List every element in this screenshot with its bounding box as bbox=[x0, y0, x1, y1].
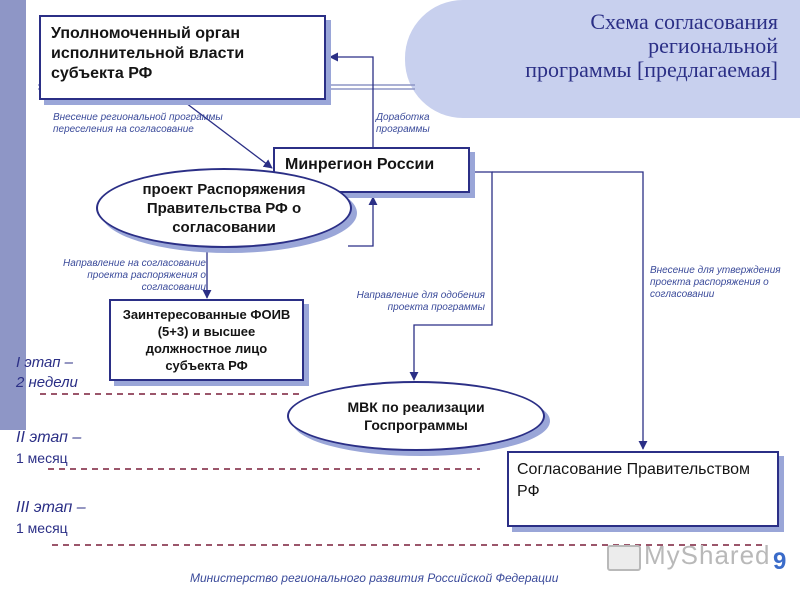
title-line-2: региональной bbox=[648, 33, 778, 58]
node-mvk: МВК по реализации Госпрограммы bbox=[287, 381, 545, 451]
node-draft-order: проект Распоряжения Правительства РФ о с… bbox=[96, 168, 352, 248]
title-line-3: программы [предлагаемая] bbox=[525, 57, 778, 82]
stage-2-name: II этап – bbox=[16, 429, 82, 446]
note-revision: Доработка программы bbox=[376, 112, 430, 135]
stage-1-duration: 2 недели bbox=[16, 374, 78, 391]
node-government: Согласование Правительством РФ bbox=[507, 451, 779, 527]
stage-3-name: III этап – bbox=[16, 499, 86, 516]
stage-3: III этап – 1 месяц bbox=[16, 498, 86, 538]
node-authority: Уполномоченный орган исполнительной влас… bbox=[39, 15, 326, 100]
watermark-icon bbox=[607, 545, 641, 571]
stage-1-name: I этап – bbox=[16, 354, 73, 371]
left-accent-bar bbox=[0, 0, 26, 430]
watermark-text: MyShared bbox=[644, 540, 771, 570]
page-number: 9 bbox=[773, 548, 787, 575]
arrow-minregion-to-mvk bbox=[409, 171, 493, 381]
node-foiv: Заинтересованные ФОИВ (5+3) и высшее дол… bbox=[109, 299, 304, 381]
node-minregion-label: Минрегион России bbox=[285, 156, 435, 173]
node-authority-label: Уполномоченный орган исполнительной влас… bbox=[51, 25, 245, 82]
arrow-authority-to-minregion bbox=[181, 99, 273, 169]
note-submission: Внесение региональной программы переселе… bbox=[53, 112, 223, 135]
slide-title: Схема согласования региональной программ… bbox=[440, 10, 778, 82]
arrow-draft-to-minregion bbox=[348, 196, 378, 247]
title-line-1: Схема согласования bbox=[590, 9, 778, 34]
note-direction-approval: Направление для одобения проекта програм… bbox=[356, 290, 485, 313]
node-government-label: Согласование Правительством РФ bbox=[517, 461, 751, 500]
title-background bbox=[405, 0, 800, 118]
note-submission-approval: Внесение для утверждения проекта распоря… bbox=[650, 265, 781, 300]
stage-2-duration: 1 месяц bbox=[16, 450, 68, 466]
note-direction-draft: Направление на согласование проекта расп… bbox=[63, 258, 206, 293]
stage-2: II этап – 1 месяц bbox=[16, 428, 81, 468]
node-mvk-label: МВК по реализации Госпрограммы bbox=[347, 399, 485, 433]
node-draft-order-label: проект Распоряжения Правительства РФ о с… bbox=[142, 180, 306, 236]
footer-text: Министерство регионального развития Росс… bbox=[190, 571, 559, 585]
node-foiv-label: Заинтересованные ФОИВ (5+3) и высшее дол… bbox=[122, 307, 291, 373]
stage-1: I этап – 2 недели bbox=[16, 353, 78, 393]
arrow-minregion-to-government bbox=[492, 171, 648, 450]
stage-3-duration: 1 месяц bbox=[16, 520, 68, 536]
arrow-revision bbox=[329, 52, 374, 147]
